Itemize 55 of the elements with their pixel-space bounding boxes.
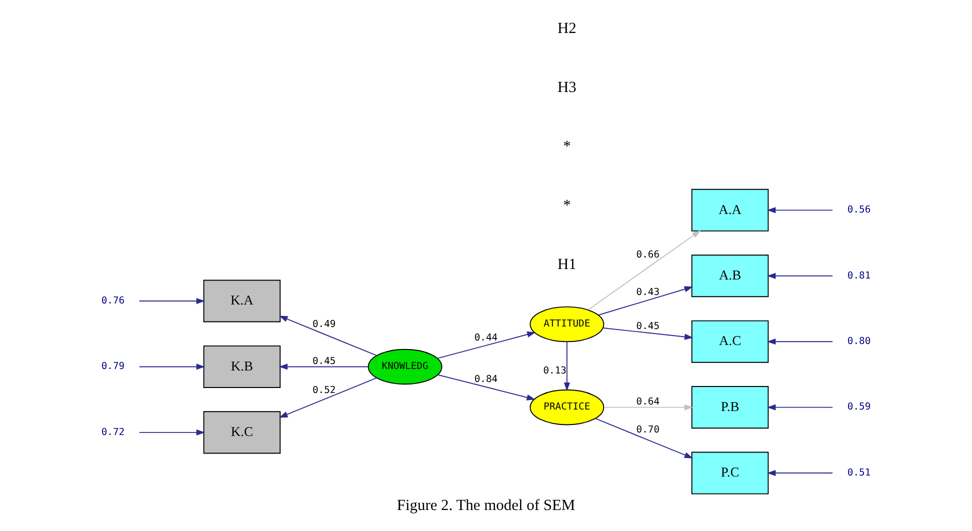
edge-label: 0.70	[636, 424, 660, 436]
node-box: A.C	[691, 320, 769, 363]
arrow	[278, 378, 377, 418]
label: *	[563, 138, 571, 156]
node-text: 0.76	[101, 295, 125, 306]
label: H2	[558, 20, 576, 38]
node-box: P.C	[691, 452, 769, 494]
edge-label: 0.66	[636, 250, 660, 261]
node-box: K.B	[203, 345, 281, 388]
arrow	[564, 341, 570, 392]
edge-label: 0.43	[636, 287, 660, 298]
node-ellipse: PRACTICE	[530, 389, 604, 426]
node-box: P.B	[691, 386, 769, 429]
node-box: A.B	[691, 254, 769, 298]
node-text: 0.81	[847, 270, 871, 282]
edge-label: 0.44	[474, 332, 498, 344]
edge-label: 0.45	[312, 356, 336, 367]
arrow	[138, 429, 206, 436]
node-box: A.A	[691, 188, 769, 232]
arrow	[766, 338, 834, 345]
label: H3	[558, 79, 576, 96]
node-text: 0.80	[847, 336, 871, 348]
arrow	[598, 286, 694, 316]
arrow	[437, 332, 536, 359]
edge-label: 0.52	[312, 384, 336, 396]
arrow	[604, 404, 694, 410]
arrow	[766, 207, 834, 214]
caption: Figure 2. The model of SEM	[396, 497, 576, 514]
arrow	[595, 418, 694, 458]
node-ellipse: ATTITUDE	[530, 306, 604, 342]
node-text: 0.72	[101, 426, 125, 438]
arrow	[588, 230, 701, 310]
node-box: K.A	[203, 280, 281, 322]
node-text: 0.51	[847, 467, 871, 478]
node-ellipse: KNOWLEDG	[368, 348, 442, 385]
arrow	[278, 364, 368, 370]
edge-label: 0.45	[636, 321, 660, 332]
arrow	[278, 316, 377, 356]
label: *	[563, 196, 571, 214]
arrow	[138, 364, 206, 370]
node-text: 0.79	[101, 361, 125, 372]
arrow	[138, 298, 206, 304]
node-box: K.C	[203, 411, 281, 454]
edge-label: 0.13	[543, 365, 566, 376]
node-text: 0.56	[847, 204, 871, 216]
label: H1	[558, 256, 576, 273]
arrow	[438, 374, 536, 400]
arrow	[766, 404, 834, 410]
arrow	[602, 328, 694, 340]
edge-label: 0.84	[474, 374, 498, 386]
edge-label: 0.64	[636, 396, 660, 408]
arrow	[766, 470, 834, 476]
edge-label: 0.49	[312, 319, 336, 330]
node-text: 0.59	[847, 402, 871, 413]
arrow	[766, 272, 834, 279]
